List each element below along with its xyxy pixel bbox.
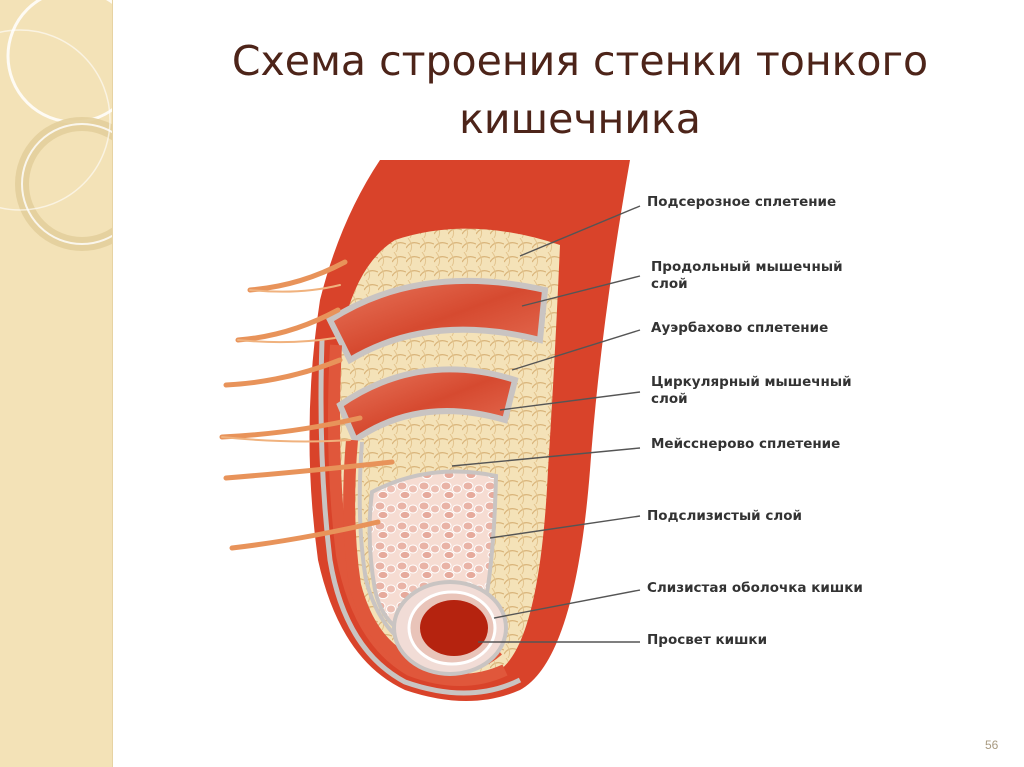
- label-auerbach-plexus: Ауэрбахово сплетение: [651, 320, 828, 337]
- slide-title-line-2: кишечника: [459, 95, 701, 143]
- decorative-side-strip: [0, 0, 113, 767]
- label-longitudinal-muscle: Продольный мышечный слой: [651, 259, 843, 293]
- label-longitudinal-muscle-line1: Продольный мышечный: [651, 259, 843, 275]
- leader-lines: [451, 205, 641, 643]
- label-meissner-plexus: Мейсснерово сплетение: [651, 436, 840, 453]
- label-auerbach-plexus-text: Ауэрбахово сплетение: [651, 320, 829, 336]
- circular-muscle-layer: [336, 366, 519, 445]
- label-submucosa: Подслизистый слой: [647, 508, 802, 525]
- label-meissner-plexus-text: Мейсснерово сплетение: [651, 436, 841, 452]
- label-lumen-text: Просвет кишки: [647, 632, 768, 648]
- lumen: [420, 600, 488, 656]
- label-circular-muscle-line1: Циркулярный мышечный: [651, 374, 852, 390]
- label-circular-muscle: Циркулярный мышечный слой: [651, 374, 852, 408]
- nerve-fibers: [219, 259, 395, 551]
- longitudinal-muscle-outer-rim: [318, 339, 522, 696]
- label-lumen: Просвет кишки: [647, 632, 767, 649]
- meissner-plexus-layer: [368, 421, 505, 482]
- longitudinal-muscle-layer: [326, 277, 549, 365]
- label-circular-muscle-line2: слой: [651, 391, 688, 407]
- label-mucosa: Слизистая оболочка кишки: [647, 580, 863, 597]
- label-mucosa-text: Слизистая оболочка кишки: [647, 580, 863, 596]
- label-subserous-plexus: Подсерозное сплетение: [647, 194, 836, 211]
- slide-title: Схема строения стенки тонкого кишечника: [150, 32, 1010, 148]
- decorative-circles: [0, 0, 112, 251]
- page-number: 56: [985, 738, 999, 752]
- slide-title-line-1: Схема строения стенки тонкого: [231, 37, 929, 85]
- label-subserous-plexus-text: Подсерозное сплетение: [647, 194, 837, 210]
- label-longitudinal-muscle-line2: слой: [651, 276, 688, 292]
- label-submucosa-text: Подслизистый слой: [647, 508, 802, 524]
